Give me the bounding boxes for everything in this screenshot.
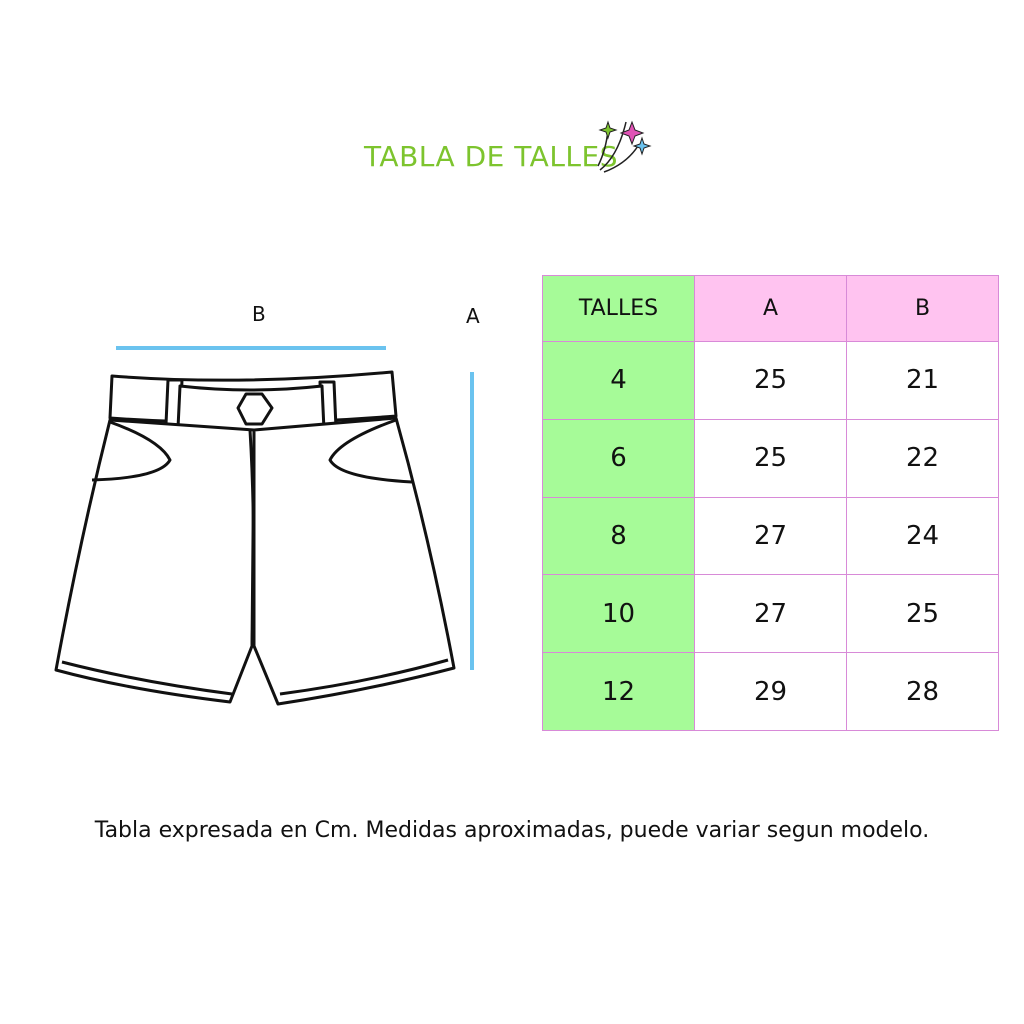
- table-cell-b: 28: [846, 652, 999, 731]
- table-cell-a: 25: [694, 418, 847, 498]
- table-cell-b: 22: [846, 418, 999, 498]
- page-title: TABLA DE TALLES: [364, 140, 618, 173]
- table-cell-size: 4: [542, 341, 695, 420]
- table-cell-b: 25: [846, 574, 999, 654]
- table-cell-size: 10: [542, 574, 695, 654]
- shorts-left-leg: [54, 418, 256, 704]
- table-cell-size: 12: [542, 652, 695, 731]
- table-cell-size: 6: [542, 418, 695, 498]
- measure-label-a: A: [466, 304, 480, 328]
- header: TABLA DE TALLES: [360, 120, 660, 190]
- table-cell-a: 27: [694, 496, 847, 576]
- table-cell-a: 27: [694, 574, 847, 654]
- table-row: 6 25 22: [542, 418, 999, 498]
- table-cell-b: 21: [846, 341, 999, 420]
- table-cell-a: 29: [694, 652, 847, 731]
- table-row: 8 27 24: [542, 496, 999, 576]
- stars-icon: [597, 120, 652, 173]
- table-row: 12 29 28: [542, 652, 999, 731]
- size-table: TALLES A B 4 25 21 6 25 22 8 27 24 10 27…: [542, 275, 999, 731]
- table-cell-size: 8: [542, 496, 695, 576]
- table-header-row: TALLES A B: [542, 275, 999, 342]
- table-row: 4 25 21: [542, 341, 999, 420]
- header-talles: TALLES: [542, 275, 695, 342]
- shorts-right-leg: [252, 416, 456, 706]
- measure-label-b: B: [252, 302, 266, 326]
- table-cell-b: 24: [846, 496, 999, 576]
- belt-buckle: [236, 392, 274, 426]
- table-row: 10 27 25: [542, 574, 999, 654]
- header-b: B: [846, 275, 999, 342]
- table-cell-a: 25: [694, 341, 847, 420]
- header-a: A: [694, 275, 847, 342]
- shorts-diagram: B A: [40, 290, 500, 730]
- footnote: Tabla expresada en Cm. Medidas aproximad…: [94, 818, 930, 843]
- shorts-illustration: [54, 346, 474, 706]
